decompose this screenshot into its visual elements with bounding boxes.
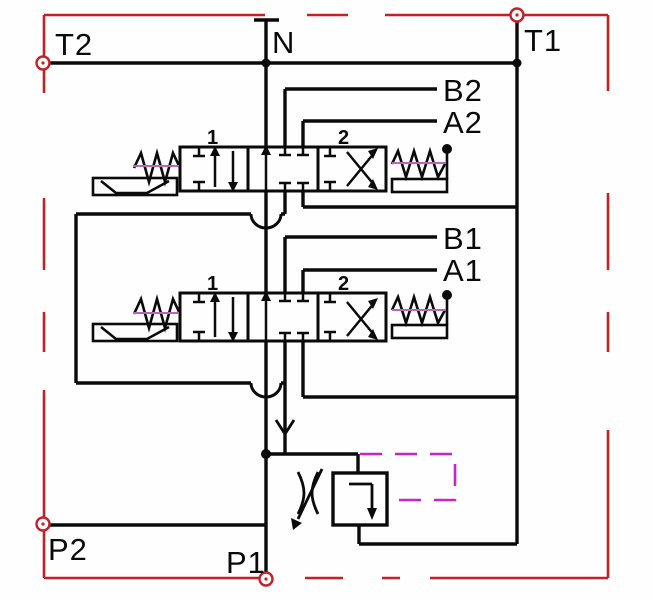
- valve2-tank-return: [301, 341, 517, 399]
- port-circles: [35, 7, 525, 587]
- junction-dot: [261, 58, 271, 68]
- valve1-dividers: [246, 147, 320, 191]
- valve2-lever-box: [91, 322, 179, 343]
- n-port-line: [254, 18, 279, 147]
- label-a2: A2: [443, 105, 483, 140]
- frame-border: [42, 13, 610, 580]
- valve2-spring-left-icon: [132, 294, 182, 333]
- spring-cross-lines: [133, 162, 446, 314]
- valve2-detent-ball: [442, 290, 452, 300]
- relief-valve-flow: [349, 482, 374, 511]
- valve1-pos2-label: 2: [338, 127, 349, 149]
- valve1-pos1-label: 1: [207, 127, 218, 149]
- relief-feed: [266, 452, 360, 473]
- relief-valve-arrowhead: [367, 508, 377, 520]
- valve2: [91, 290, 452, 343]
- valve1-internals: [193, 145, 378, 192]
- b1-line: [283, 235, 437, 293]
- a1-line: [301, 268, 437, 293]
- throttle-icon: [291, 468, 324, 530]
- valve2-lever-icon: [100, 325, 170, 341]
- b2-line: [283, 87, 437, 147]
- valve1-detent-box: [390, 177, 449, 194]
- main-lines: [43, 15, 522, 572]
- valve2-pos1-label: 1: [207, 273, 218, 295]
- check-arrow-icon: [274, 419, 296, 437]
- valve1-detent-ball: [442, 144, 452, 154]
- valve1-lever-box: [91, 176, 179, 197]
- relief-outlet: [357, 525, 517, 546]
- valve1: [91, 144, 452, 197]
- label-b2: B2: [443, 73, 483, 108]
- pilot-line: [360, 452, 457, 502]
- labels: T2 N T1 B2 A2 B1 A1 P2 P1 1 2 1 2: [48, 23, 562, 580]
- valve1-body: [178, 145, 388, 193]
- label-t1: T1: [524, 23, 562, 58]
- label-p2: P2: [48, 532, 88, 567]
- valve2-internals: [193, 291, 378, 342]
- a2-line: [301, 119, 437, 147]
- valve2-pos2-label: 2: [338, 273, 349, 295]
- valve1-spring-left-icon: [132, 148, 182, 187]
- label-b1: B1: [443, 221, 483, 256]
- junction-dot: [261, 449, 271, 459]
- junction-dot: [512, 58, 522, 68]
- label-t2: T2: [55, 27, 93, 62]
- valve2-dividers: [246, 293, 320, 341]
- relief-section: [291, 452, 457, 530]
- label-n: N: [272, 25, 295, 60]
- valve2-detent-box: [390, 323, 449, 340]
- valve1-lever-icon: [100, 179, 170, 195]
- label-p1: P1: [226, 545, 266, 580]
- label-a1: A1: [443, 253, 483, 288]
- valve1-tank-return: [301, 191, 517, 209]
- relief-valve-box: [331, 471, 389, 527]
